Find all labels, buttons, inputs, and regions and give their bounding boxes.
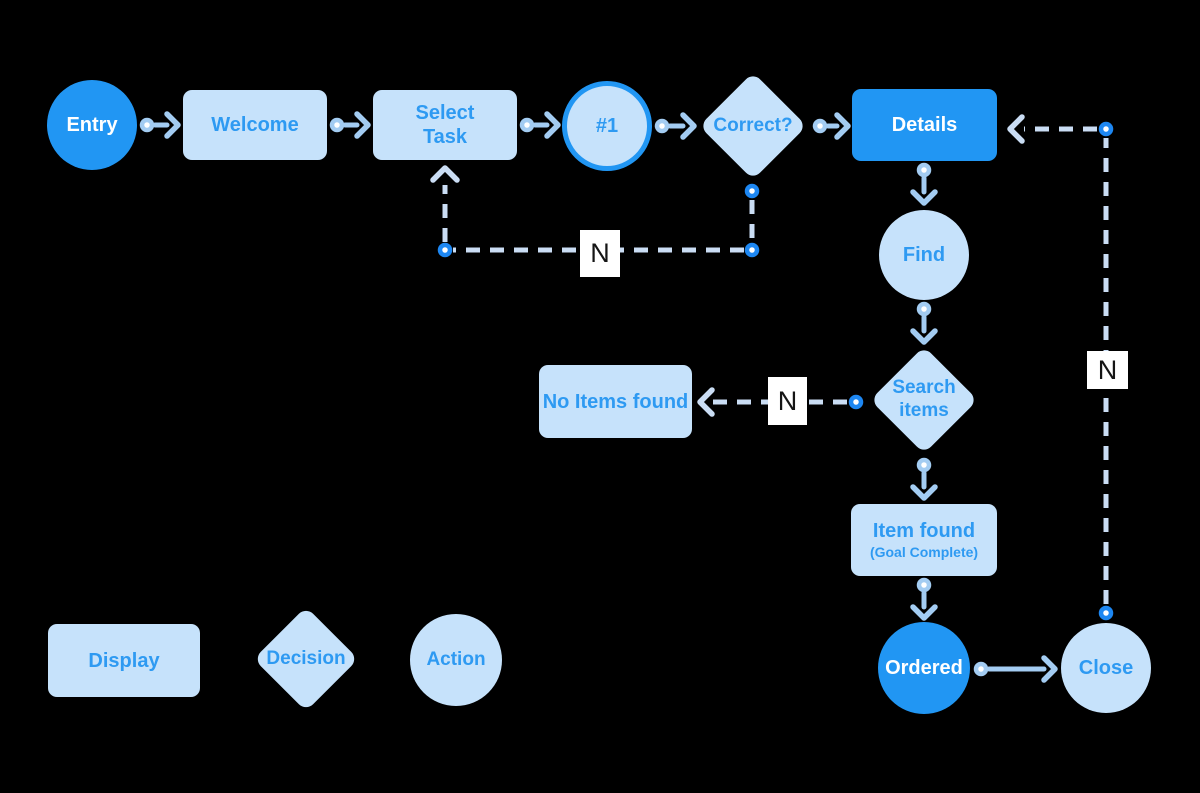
arrow-item-found-to-ordered [910,577,938,621]
legend-display: Display [48,624,200,697]
arrow-entry-to-welcome [139,111,181,139]
node-correct: Correct? [699,72,807,180]
node-select-task-label: Select Task [415,102,475,148]
node-details: Details [852,89,997,161]
node-item-found-label: Item found [872,520,976,543]
dashed-close-no-to-details [1007,114,1114,621]
edge-label-correct-no-text: N [590,238,610,268]
arrow-find-to-search-items [910,301,938,345]
node-welcome-label: Welcome [211,114,299,136]
arrow-welcome-to-select-task [329,111,371,139]
edge-label-search-no-text: N [777,385,798,416]
node-item-found: Item found (Goal Complete) [851,504,997,576]
node-ordered-label: Ordered [885,657,963,679]
node-step1: #1 [562,81,652,171]
node-correct-label: Correct? [713,114,793,136]
node-details-label: Details [891,114,958,136]
node-close: Close [1061,623,1151,713]
legend-action: Action [410,614,502,706]
node-welcome: Welcome [183,90,327,160]
arrow-search-items-to-item-found [910,457,938,501]
edge-label-close-no-text: N [1097,354,1118,385]
node-no-items-found: No Items found [539,365,692,438]
node-ordered: Ordered [878,622,970,714]
edge-label-search-no: N [768,377,807,425]
edge-label-correct-no: N [580,230,620,277]
legend-action-label: Action [426,648,486,670]
legend-decision: Decision [253,606,359,712]
node-find: Find [879,210,969,300]
legend-decision-label: Decision [266,647,346,669]
node-step1-label: #1 [595,115,619,137]
node-search-items: Search items [870,346,978,454]
arrow-select-task-to-step1 [519,111,561,139]
node-entry-label: Entry [66,114,118,136]
edge-label-close-no: N [1087,351,1128,389]
node-entry: Entry [47,80,137,170]
node-close-label: Close [1078,657,1134,679]
node-select-task: Select Task [373,90,517,160]
arrow-step1-to-correct [654,112,697,140]
arrow-details-to-find [910,162,938,206]
node-no-items-found-label: No Items found [542,390,689,413]
arrow-correct-to-details [812,112,851,140]
node-item-found-sublabel: (Goal Complete) [869,544,979,561]
legend-display-label: Display [88,649,160,672]
node-search-items-label: Search items [892,377,956,421]
arrow-ordered-to-close [973,655,1058,683]
dashed-search-no-to-no-items [697,387,864,417]
node-find-label: Find [902,244,946,266]
